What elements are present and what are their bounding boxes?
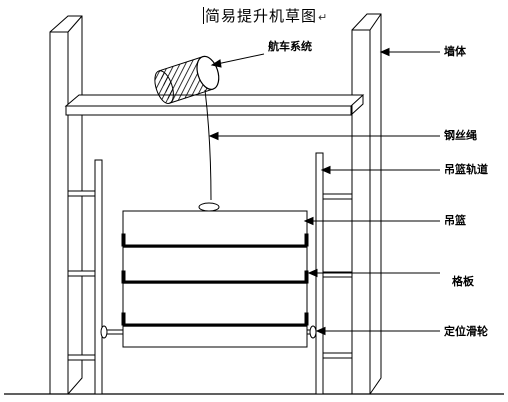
hook-eye bbox=[198, 202, 220, 212]
wire-rope bbox=[204, 89, 212, 201]
sketch-title: 简易提升机草图↵ bbox=[203, 6, 328, 26]
label-drive-system: 航车系统 bbox=[268, 40, 312, 53]
label-basket: 吊篮 bbox=[444, 214, 466, 227]
label-wire-rope: 钢丝绳 bbox=[444, 129, 477, 142]
left-rail bbox=[94, 159, 103, 395]
hoist-drum bbox=[154, 55, 220, 104]
text-cursor bbox=[203, 7, 204, 24]
label-positioning-pulley: 定位滑轮 bbox=[444, 325, 488, 338]
paragraph-mark-icon: ↵ bbox=[318, 11, 329, 24]
label-wall: 墙体 bbox=[444, 45, 466, 58]
title-text: 简易提升机草图 bbox=[205, 7, 318, 25]
label-basket-rail: 吊篮轨道 bbox=[444, 163, 488, 176]
pulley-left bbox=[100, 325, 124, 339]
shelves bbox=[121, 233, 309, 327]
right-wall-column bbox=[351, 13, 382, 395]
rail-brackets bbox=[67, 190, 353, 361]
pulley-right bbox=[306, 325, 317, 339]
left-wall-column bbox=[49, 15, 83, 395]
top-beam bbox=[64, 94, 365, 116]
label-shelf: 格板 bbox=[452, 275, 474, 288]
leader-lines bbox=[208, 47, 440, 336]
